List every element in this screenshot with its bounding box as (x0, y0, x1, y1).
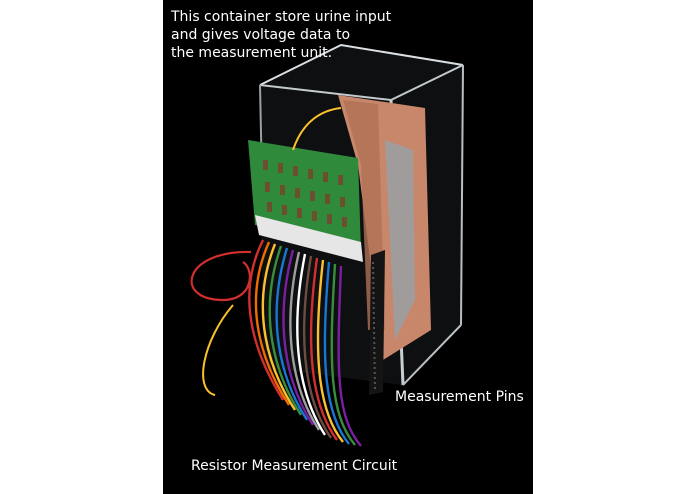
container-caption-line-3: the measurement unit. (171, 45, 333, 61)
red-wire-loop (190, 250, 252, 302)
pcb-board (248, 140, 363, 262)
pins-header-body (369, 250, 385, 395)
container-caption-line-2: and gives voltage data to (171, 27, 351, 43)
container-caption: This container store urine input and giv… (171, 8, 391, 62)
pins-header-contacts (372, 261, 376, 391)
solder-strip (385, 140, 415, 340)
container-caption-line-1: This container store urine input (171, 9, 392, 25)
container-right-edge (460, 64, 464, 326)
measurement-pins-label: Measurement Pins (395, 389, 524, 405)
container-bottom-edge (402, 324, 462, 386)
container-top-edge (259, 43, 464, 86)
yellow-wire (202, 304, 234, 396)
acrylic-container (259, 43, 464, 386)
ribbon-cable (248, 239, 362, 447)
resistor-circuit-label: Resistor Measurement Circuit (191, 458, 398, 474)
device-photo: This container store urine input and giv… (163, 0, 533, 494)
measurement-pins-header (369, 250, 385, 395)
resistor-grid (263, 160, 347, 227)
yellow-sense-wire (292, 107, 342, 151)
device-illustration (190, 43, 464, 447)
pcb-connector-strip (255, 215, 363, 262)
